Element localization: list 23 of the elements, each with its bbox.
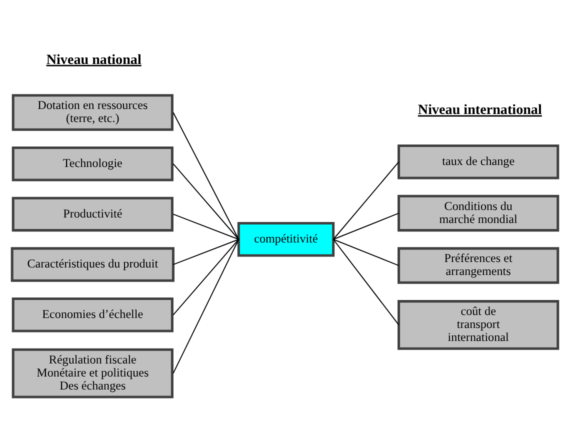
node-box: Productivité [12, 196, 174, 232]
node-box: coût de transport international [398, 300, 560, 350]
label: Niveau international [418, 102, 542, 118]
node-box: Caractéristiques du produit [10, 247, 174, 282]
node-box: compétitivité [237, 222, 335, 257]
node-box: Technologie [12, 146, 174, 182]
connector [173, 238, 239, 266]
node-box: taux de change [398, 144, 560, 180]
connector [332, 162, 400, 240]
connector [173, 214, 239, 240]
connector [333, 212, 399, 240]
connector [172, 164, 240, 240]
node-box: Economies d’échelle [12, 298, 174, 332]
node-box: Régulation fiscale Monétaire et politiques Des échanges [12, 348, 174, 398]
connector [332, 239, 400, 326]
connector [172, 112, 240, 240]
node-box: Dotation en ressources (terre, etc.) [12, 94, 174, 131]
connector [172, 239, 240, 374]
node-box: Préférences et arrangements [398, 247, 560, 284]
connector [172, 239, 240, 316]
node-box: Conditions du marché mondial [398, 194, 560, 232]
label: Niveau national [46, 52, 142, 68]
connector [333, 238, 399, 266]
